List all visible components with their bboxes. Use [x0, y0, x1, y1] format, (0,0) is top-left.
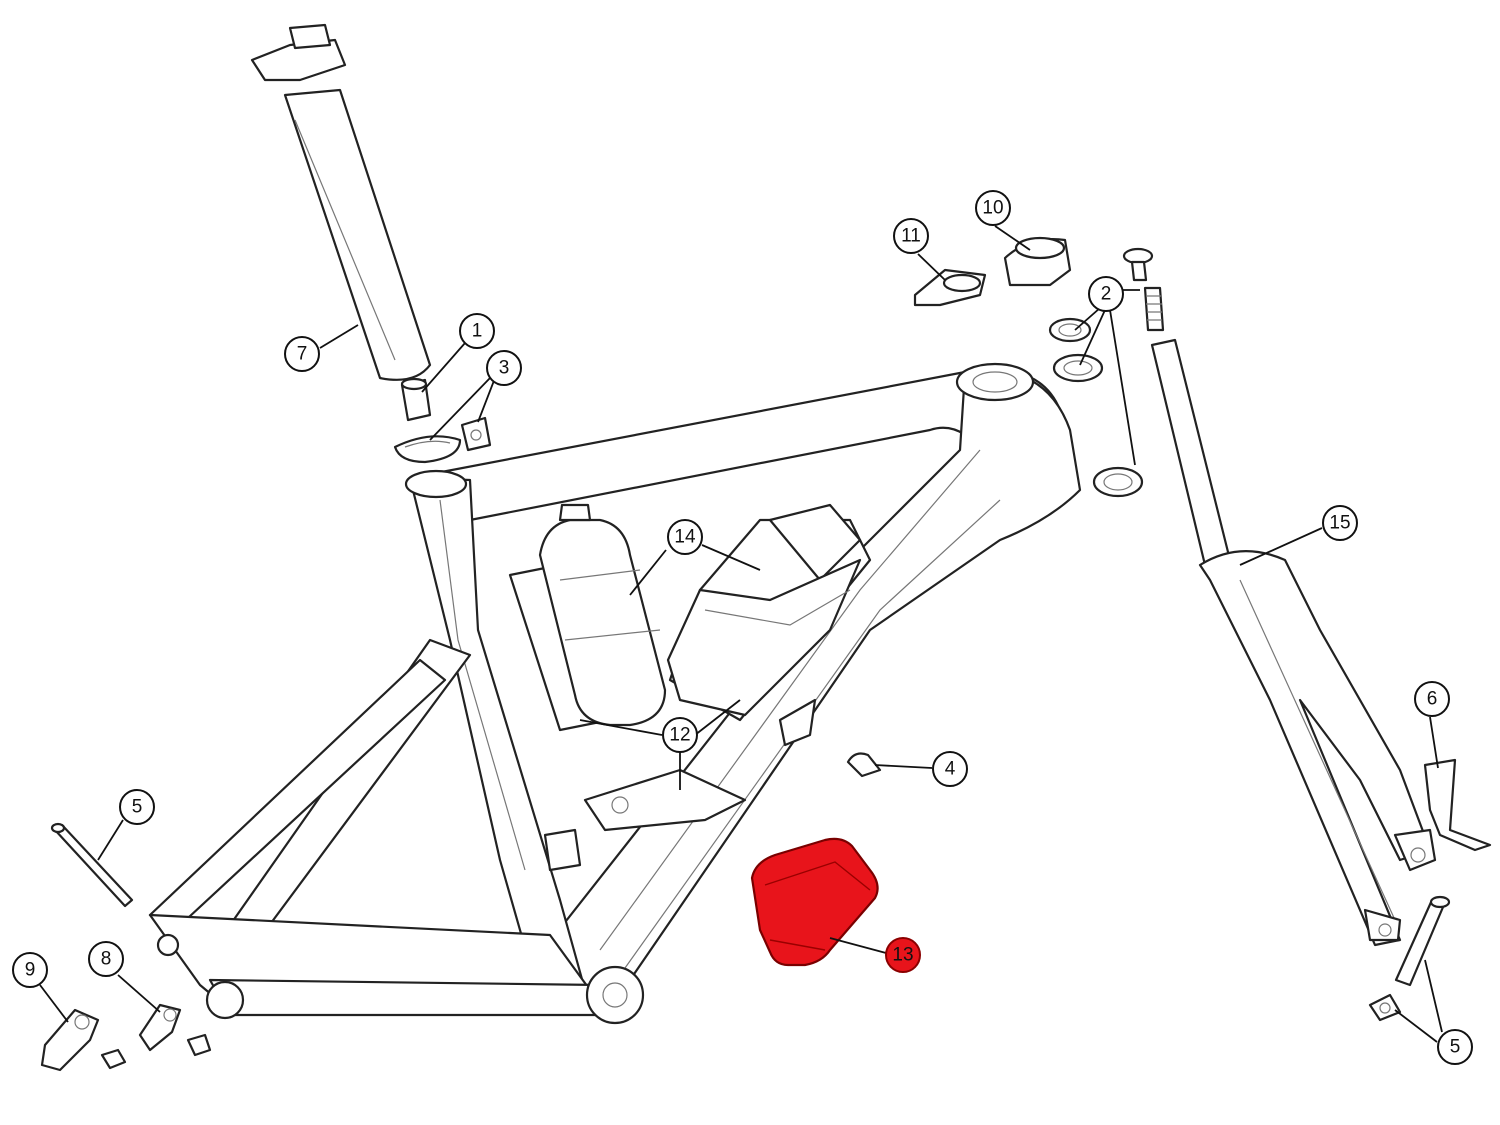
water-bottle-left — [508, 503, 667, 732]
callout-5-front-label: 5 — [1450, 1037, 1461, 1058]
headset-bearings — [1048, 247, 1165, 498]
callout-3-label: 3 — [499, 358, 510, 379]
callout-1: 1 — [459, 313, 495, 349]
water-bottle-right — [666, 503, 872, 722]
callout-10: 10 — [975, 190, 1011, 226]
callout-2-label: 2 — [1101, 284, 1112, 305]
callout-13: 13 — [885, 937, 921, 973]
callout-3: 3 — [486, 350, 522, 386]
callout-7-label: 7 — [297, 344, 308, 365]
leader-lines — [39, 225, 1443, 1043]
callout-11: 11 — [893, 218, 929, 254]
rear-thru-axle — [50, 822, 134, 908]
headset-cover — [1003, 236, 1072, 287]
fork-guard — [1423, 758, 1492, 852]
callout-7: 7 — [284, 336, 320, 372]
seat-clamp-ring — [393, 435, 462, 464]
callout-4-label: 4 — [945, 759, 956, 780]
callout-6: 6 — [1414, 681, 1450, 717]
callout-6-label: 6 — [1427, 689, 1438, 710]
callout-11-label: 11 — [901, 226, 921, 247]
callout-5-front: 5 — [1437, 1029, 1473, 1065]
callouts: 7 1 3 11 10 2 15 14 6 12 4 5 13 9 8 5 — [12, 190, 1473, 1065]
front-fork — [1150, 338, 1437, 947]
cable-port — [846, 752, 882, 778]
callout-15-label: 15 — [1329, 513, 1350, 534]
seatpost — [250, 23, 432, 381]
callout-12: 12 — [662, 717, 698, 753]
callout-9: 9 — [12, 952, 48, 988]
callout-4: 4 — [932, 751, 968, 787]
callout-10-label: 10 — [982, 198, 1003, 219]
callout-13-label: 13 — [892, 945, 913, 966]
callout-2: 2 — [1088, 276, 1124, 312]
callout-5-rear-label: 5 — [132, 797, 143, 818]
callout-15: 15 — [1322, 505, 1358, 541]
seat-clamp-bolt — [460, 416, 492, 452]
callout-14-label: 14 — [674, 527, 696, 548]
callout-5-rear: 5 — [119, 789, 155, 825]
callout-14: 14 — [667, 519, 703, 555]
derailleur-hanger-a — [40, 1008, 127, 1072]
front-thru-axle — [1394, 895, 1451, 987]
highlighted-part-13 — [750, 837, 879, 967]
callout-12-label: 12 — [669, 725, 690, 746]
derailleur-hanger-b — [138, 1003, 212, 1057]
expander-plug — [400, 377, 432, 422]
bike-frame — [148, 362, 1082, 1025]
callout-8: 8 — [88, 941, 124, 977]
front-axle-nut — [1368, 993, 1402, 1022]
callout-8-label: 8 — [101, 949, 112, 970]
callout-1-label: 1 — [472, 321, 483, 342]
headset-spacer — [913, 268, 987, 307]
callout-9-label: 9 — [25, 960, 36, 981]
